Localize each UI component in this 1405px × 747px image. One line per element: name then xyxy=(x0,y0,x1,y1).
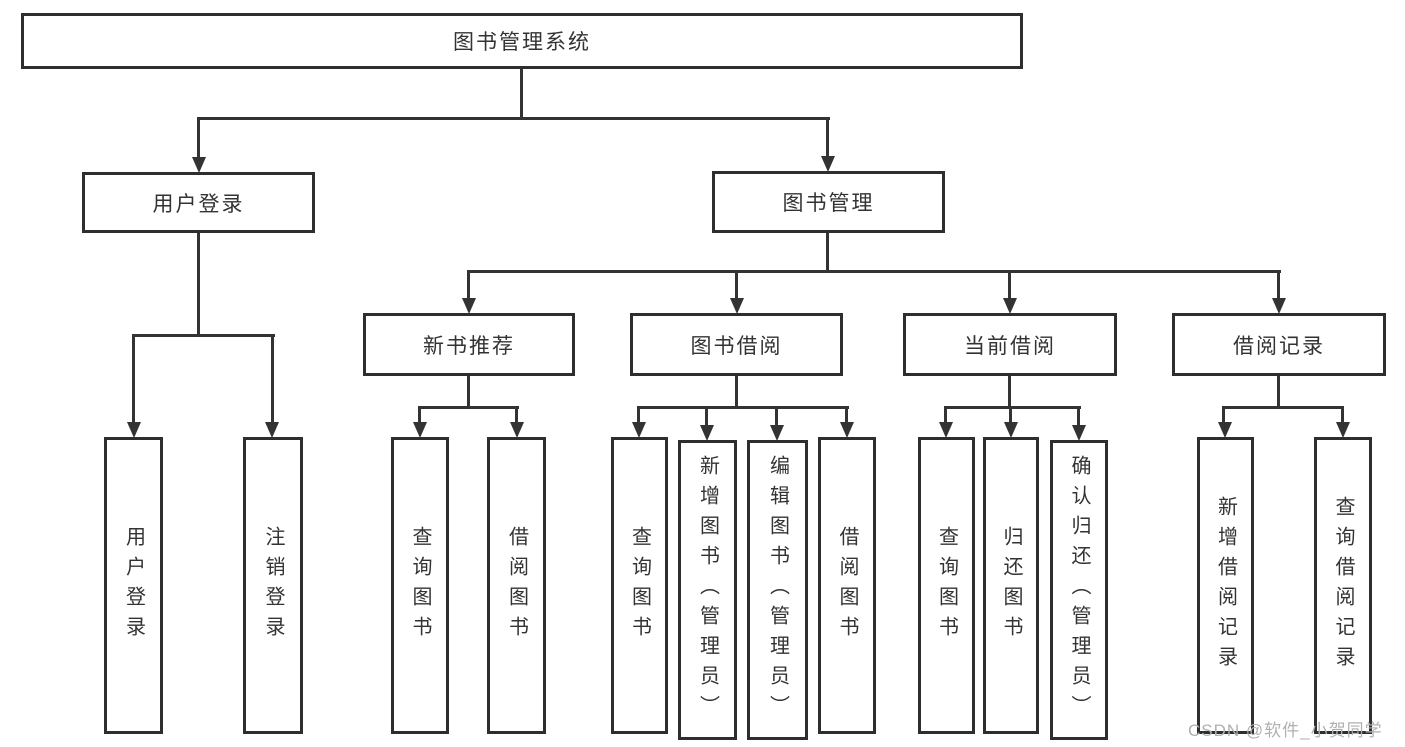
arrowhead-down-icon xyxy=(1272,298,1286,314)
arrowhead-down-icon xyxy=(840,422,854,438)
node-new-book-recommend: 新书推荐 xyxy=(363,313,575,376)
arrowhead-down-icon xyxy=(700,425,714,441)
connector-line xyxy=(826,231,829,273)
arrowhead-down-icon xyxy=(632,422,646,438)
node-book-borrow: 图书借阅 xyxy=(630,313,843,376)
node-book-management: 图书管理 xyxy=(712,171,945,233)
arrowhead-down-icon xyxy=(939,422,953,438)
node-borrow-record: 借阅记录 xyxy=(1172,313,1386,376)
node-user-login: 用户登录 xyxy=(82,172,315,233)
connector-line xyxy=(467,270,470,299)
arrowhead-down-icon xyxy=(462,298,476,314)
connector-line xyxy=(520,66,523,120)
node-query-books-1: 查询图书 xyxy=(391,437,449,734)
node-add-books-admin: 新增图书（管理员） xyxy=(678,440,737,740)
node-current-borrow: 当前借阅 xyxy=(903,313,1117,376)
arrowhead-down-icon xyxy=(510,422,524,438)
connector-line xyxy=(1077,406,1080,426)
connector-line xyxy=(197,117,200,158)
node-user-login-leaf: 用户登录 xyxy=(104,437,163,734)
csdn-watermark: CSDN @软件_小贺同学 xyxy=(1188,721,1383,740)
connector-line xyxy=(1277,270,1280,299)
node-query-books-2: 查询图书 xyxy=(611,437,668,734)
arrowhead-down-icon xyxy=(192,157,206,173)
connector-line xyxy=(197,117,830,120)
connector-line xyxy=(1222,406,1225,423)
arrowhead-down-icon xyxy=(1336,422,1350,438)
connector-line xyxy=(467,373,470,409)
arrowhead-down-icon xyxy=(821,156,835,172)
connector-line xyxy=(1277,373,1280,409)
node-add-borrow-record: 新增借阅记录 xyxy=(1197,437,1254,734)
connector-line xyxy=(775,406,778,426)
connector-line xyxy=(944,406,947,423)
arrowhead-down-icon xyxy=(1072,425,1086,441)
arrowhead-down-icon xyxy=(413,422,427,438)
arrowhead-down-icon xyxy=(1218,422,1232,438)
connector-line xyxy=(418,406,519,409)
arrowhead-down-icon xyxy=(1004,422,1018,438)
connector-line xyxy=(735,270,738,299)
arrowhead-down-icon xyxy=(1003,298,1017,314)
connector-line xyxy=(467,270,1281,273)
connector-line xyxy=(132,334,135,423)
node-borrow-books-1: 借阅图书 xyxy=(487,437,546,734)
connector-line xyxy=(515,406,518,423)
connector-line xyxy=(1008,270,1011,299)
arrowhead-down-icon xyxy=(770,425,784,441)
connector-line xyxy=(132,334,275,337)
arrowhead-down-icon xyxy=(730,298,744,314)
connector-line xyxy=(735,373,738,409)
node-logout: 注销登录 xyxy=(243,437,303,734)
arrowhead-down-icon xyxy=(127,422,141,438)
connector-line xyxy=(1222,406,1344,409)
node-query-borrow-record: 查询借阅记录 xyxy=(1314,437,1372,734)
connector-line xyxy=(826,117,829,157)
connector-line xyxy=(1341,406,1344,423)
connector-line xyxy=(1009,406,1012,423)
node-library-system: 图书管理系统 xyxy=(21,13,1023,69)
node-query-books-3: 查询图书 xyxy=(918,437,975,734)
connector-line xyxy=(944,406,1081,409)
node-confirm-return-admin: 确认归还（管理员） xyxy=(1050,440,1108,740)
arrowhead-down-icon xyxy=(265,422,279,438)
node-edit-books-admin: 编辑图书（管理员） xyxy=(747,440,808,740)
connector-line xyxy=(845,406,848,423)
connector-line xyxy=(637,406,849,409)
connector-line xyxy=(1008,373,1011,409)
connector-line xyxy=(705,406,708,426)
connector-line xyxy=(418,406,421,423)
node-return-books: 归还图书 xyxy=(983,437,1039,734)
connector-line xyxy=(271,334,274,423)
node-borrow-books-2: 借阅图书 xyxy=(818,437,876,734)
connector-line xyxy=(197,230,200,337)
connector-line xyxy=(637,406,640,423)
